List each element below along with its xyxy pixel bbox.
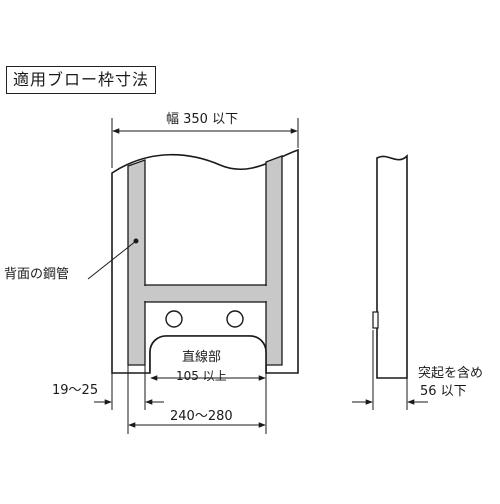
pipe-span-label: 240～280	[170, 409, 233, 424]
bottom-dimensions	[94, 365, 267, 434]
width-label: 幅 350 以下	[162, 112, 243, 128]
cross-pipe	[144, 284, 267, 303]
section-title: 適用ブロー枠寸法	[6, 66, 157, 94]
straight-section-label: 直線部	[182, 350, 222, 365]
side-view	[352, 154, 428, 410]
mount-hole-left	[165, 310, 183, 328]
projection-note-label: 突起を含め	[418, 366, 484, 381]
side-profile	[376, 154, 408, 379]
back-pipe-label: 背面の鋼管	[4, 267, 70, 282]
front-view	[87, 148, 299, 374]
left-pipe	[127, 159, 146, 366]
depth-label: 56 以下	[420, 384, 467, 399]
pipe-leader-line	[87, 240, 137, 280]
side-projection	[372, 311, 379, 329]
notch-cutout	[149, 335, 267, 373]
mount-hole-right	[226, 310, 244, 328]
side-margin-label: 19～25	[52, 383, 99, 398]
width-dimension	[111, 118, 299, 168]
straight-section-value: 105 以上	[176, 369, 227, 383]
right-pipe	[265, 155, 283, 366]
